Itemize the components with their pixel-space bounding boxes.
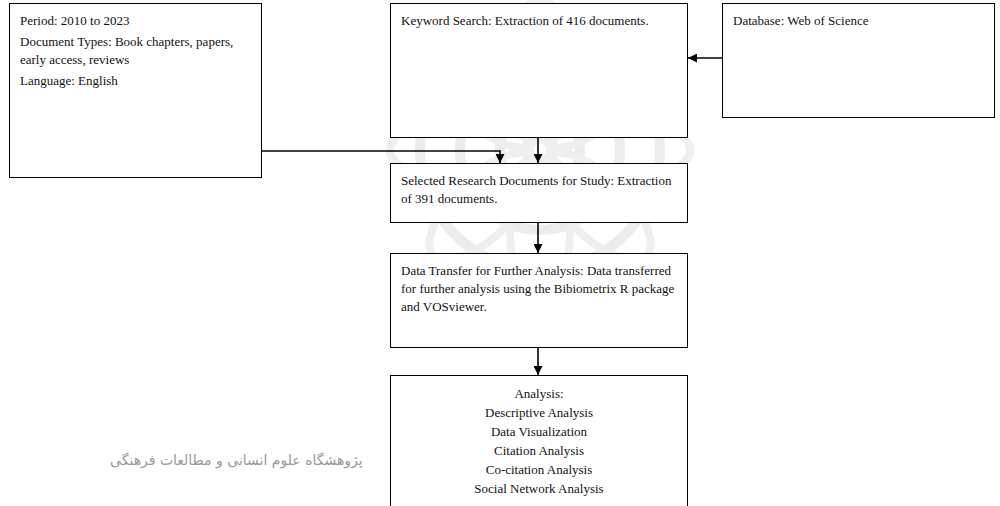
flow-arrow	[688, 57, 722, 59]
process-box: Keyword Search: Extraction of 416 docume…	[390, 3, 688, 138]
flow-arrow	[537, 223, 539, 253]
process-box: Data Transfer for Further Analysis: Data…	[390, 253, 688, 348]
watermark-text: پژوهشگاه علوم انسانی و مطالعات فرهنگی	[110, 452, 363, 468]
list-item: Social Network Analysis	[401, 479, 677, 498]
list-item: Data Visualization	[401, 422, 677, 441]
box-text: Keyword Search: Extraction of 416 docume…	[401, 12, 677, 30]
box-text: Selected Research Documents for Study: E…	[401, 172, 677, 208]
box-text: Language: English	[20, 72, 251, 90]
flow-arrow	[262, 151, 500, 163]
list-item: Descriptive Analysis	[401, 403, 677, 422]
source-box: Database: Web of Science	[722, 3, 995, 118]
criteria-box: Period: 2010 to 2023Document Types: Book…	[9, 3, 262, 178]
list-item: Co-citation Analysis	[401, 460, 677, 479]
box-text: Analysis:	[401, 384, 677, 403]
list-item: Citation Analysis	[401, 441, 677, 460]
analysis-box: Analysis:Descriptive AnalysisData Visual…	[390, 375, 688, 506]
process-box: Selected Research Documents for Study: E…	[390, 163, 688, 223]
flow-arrow	[537, 348, 539, 375]
box-text: Document Types: Book chapters, papers, e…	[20, 33, 251, 69]
box-text: Database: Web of Science	[733, 12, 984, 30]
box-text: Data Transfer for Further Analysis: Data…	[401, 262, 677, 316]
box-text: Period: 2010 to 2023	[20, 12, 251, 30]
flow-arrow	[537, 138, 539, 163]
